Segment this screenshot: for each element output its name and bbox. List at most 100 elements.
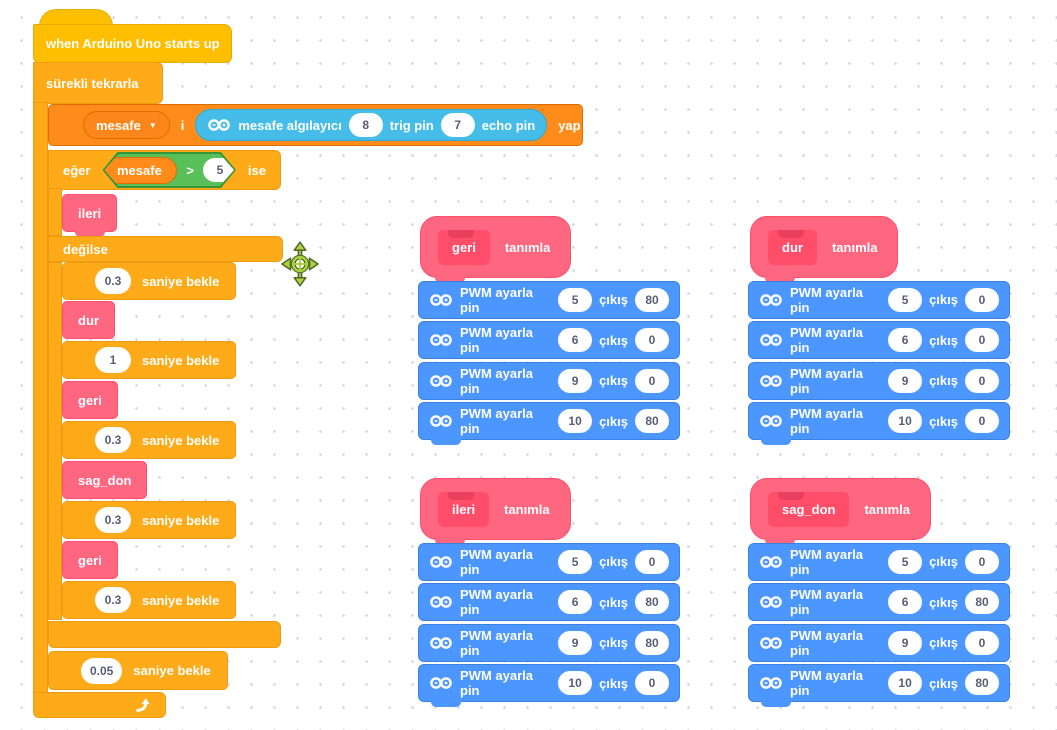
wait-value-input[interactable]: 0.3: [95, 587, 131, 613]
if-block-top[interactable]: eğer mesafe > 5 ise: [48, 150, 281, 190]
echo-pin-input[interactable]: 7: [440, 113, 475, 137]
pwm-block[interactable]: PWM ayarla pin 5 çıkış 0: [418, 542, 680, 581]
wait-value-input[interactable]: 0.3: [95, 427, 131, 453]
pwm-block[interactable]: PWM ayarla pin 6 çıkış 0: [418, 321, 680, 359]
pin-input[interactable]: 6: [888, 328, 923, 352]
pin-input[interactable]: 9: [558, 630, 593, 655]
pwm-block[interactable]: PWM ayarla pin 5 çıkış 0: [748, 280, 1010, 319]
pin-input[interactable]: 6: [888, 590, 923, 614]
out-label: çıkış: [929, 332, 958, 348]
wait-block[interactable]: 0.3 saniye bekle: [62, 262, 237, 300]
operator-label: >: [186, 162, 194, 178]
pwm-block[interactable]: PWM ayarla pin 9 çıkış 0: [748, 623, 1010, 662]
call-block-ileri[interactable]: ileri: [62, 194, 118, 237]
out-input[interactable]: 80: [635, 409, 669, 433]
mesafe-variable-oval[interactable]: mesafe: [101, 157, 177, 184]
pwm-block[interactable]: PWM ayarla pin 10 çıkış 80: [418, 402, 680, 445]
definition-script-sag-don[interactable]: sag_don tanımla PWM ayarla pin 5 çıkış 0…: [748, 478, 1010, 707]
definition-script-ileri[interactable]: ileri tanımla PWM ayarla pin 5 çıkış 0 P…: [418, 478, 680, 707]
out-input[interactable]: 80: [635, 287, 669, 312]
pin-input[interactable]: 6: [558, 328, 593, 352]
out-input[interactable]: 0: [965, 549, 999, 574]
trig-pin-input[interactable]: 8: [348, 113, 383, 137]
wait-block-final[interactable]: 0.05 saniye bekle: [48, 651, 228, 690]
pwm-block[interactable]: PWM ayarla pin 6 çıkış 0: [748, 321, 1010, 359]
pwm-block[interactable]: PWM ayarla pin 5 çıkış 80: [418, 280, 680, 319]
pwm-label: PWM ayarla pin: [460, 325, 533, 355]
pwm-label: PWM ayarla pin: [790, 406, 863, 436]
define-hat-block[interactable]: geri tanımla: [420, 216, 572, 283]
out-input[interactable]: 0: [965, 630, 999, 655]
out-input[interactable]: 0: [965, 328, 999, 352]
out-input[interactable]: 0: [965, 287, 999, 312]
out-label: çıkış: [929, 373, 958, 388]
pwm-block[interactable]: PWM ayarla pin 5 çıkış 0: [748, 542, 1010, 581]
pin-input[interactable]: 5: [558, 549, 593, 574]
set-variable-block[interactable]: mesafe ▼ i mesafe algılayıcı 8 trig pin …: [48, 104, 583, 146]
wait-value-input[interactable]: 1: [95, 347, 131, 373]
echo-pin-label: echo pin: [481, 117, 536, 133]
pin-input[interactable]: 9: [558, 368, 593, 393]
condition-hexagon[interactable]: mesafe > 5: [102, 152, 235, 188]
call-block-sag-don[interactable]: sag_don: [62, 461, 148, 499]
pin-input[interactable]: 10: [888, 409, 923, 433]
pwm-block[interactable]: PWM ayarla pin 10 çıkış 0: [748, 402, 1010, 445]
pin-input[interactable]: 6: [558, 590, 593, 614]
wait-value-input[interactable]: 0.3: [95, 268, 131, 294]
wait-block[interactable]: 1 saniye bekle: [62, 341, 237, 379]
variable-dropdown[interactable]: mesafe ▼: [83, 111, 170, 139]
definition-script-dur[interactable]: dur tanımla PWM ayarla pin 5 çıkış 0 PWM…: [748, 216, 1010, 445]
pwm-block[interactable]: PWM ayarla pin 9 çıkış 80: [418, 623, 680, 662]
pin-input[interactable]: 10: [558, 409, 593, 433]
pwm-block[interactable]: PWM ayarla pin 9 çıkış 0: [748, 361, 1010, 400]
wait-block[interactable]: 0.3 saniye bekle: [62, 501, 237, 539]
if-word: eğer: [63, 162, 91, 178]
when-starts-hat-block[interactable]: when Arduino Uno starts up: [33, 24, 232, 63]
define-hat-block[interactable]: ileri tanımla: [420, 478, 571, 545]
pwm-label: PWM ayarla pin: [790, 546, 863, 577]
definition-script-geri[interactable]: geri tanımla PWM ayarla pin 5 çıkış 80 P…: [418, 216, 680, 445]
out-input[interactable]: 0: [635, 328, 669, 352]
else-word: değilse: [63, 241, 108, 257]
distance-sensor-reporter[interactable]: mesafe algılayıcı 8 trig pin 7 echo pin: [195, 109, 548, 141]
pin-input[interactable]: 9: [888, 368, 923, 393]
forever-label: sürekli tekrarla: [46, 75, 139, 91]
out-input[interactable]: 80: [965, 671, 999, 695]
call-block-dur[interactable]: dur: [62, 301, 115, 339]
out-input[interactable]: 0: [965, 409, 999, 433]
wait-value-input[interactable]: 0.05: [81, 657, 123, 684]
call-block-geri[interactable]: geri: [62, 541, 118, 579]
pwm-block[interactable]: PWM ayarla pin 9 çıkış 0: [418, 361, 680, 400]
wait-block[interactable]: 0.3 saniye bekle: [62, 421, 237, 459]
wait-value-input[interactable]: 0.3: [95, 507, 131, 533]
pin-input[interactable]: 5: [888, 549, 923, 574]
pin-input[interactable]: 5: [888, 287, 923, 312]
condition-value-input[interactable]: 5: [203, 158, 237, 182]
pin-input[interactable]: 9: [888, 630, 923, 655]
pin-input[interactable]: 5: [558, 287, 593, 312]
out-input[interactable]: 80: [635, 630, 669, 655]
call-label: dur: [78, 312, 99, 328]
pwm-block[interactable]: PWM ayarla pin 6 çıkış 80: [418, 583, 680, 621]
pwm-block[interactable]: PWM ayarla pin 6 çıkış 80: [748, 583, 1010, 621]
call-block-geri[interactable]: geri: [62, 381, 118, 419]
pwm-block[interactable]: PWM ayarla pin 10 çıkış 0: [418, 664, 680, 707]
out-label: çıkış: [929, 292, 958, 307]
pin-input[interactable]: 10: [888, 671, 923, 695]
out-input[interactable]: 0: [635, 368, 669, 393]
pwm-block[interactable]: PWM ayarla pin 10 çıkış 80: [748, 664, 1010, 707]
pin-input[interactable]: 10: [558, 671, 593, 695]
out-input[interactable]: 0: [965, 368, 999, 393]
out-input[interactable]: 0: [635, 671, 669, 695]
forever-block-top[interactable]: sürekli tekrarla: [33, 62, 163, 104]
if-block-close-bar: [48, 621, 281, 648]
wait-block[interactable]: 0.3 saniye bekle: [62, 581, 237, 619]
out-input[interactable]: 80: [965, 590, 999, 614]
define-hat-block[interactable]: dur tanımla: [750, 216, 899, 283]
move-cursor-icon: [281, 241, 319, 287]
out-input[interactable]: 80: [635, 590, 669, 614]
define-hat-block[interactable]: sag_don tanımla: [750, 478, 931, 545]
pwm-label: PWM ayarla pin: [460, 546, 533, 577]
out-input[interactable]: 0: [635, 549, 669, 574]
